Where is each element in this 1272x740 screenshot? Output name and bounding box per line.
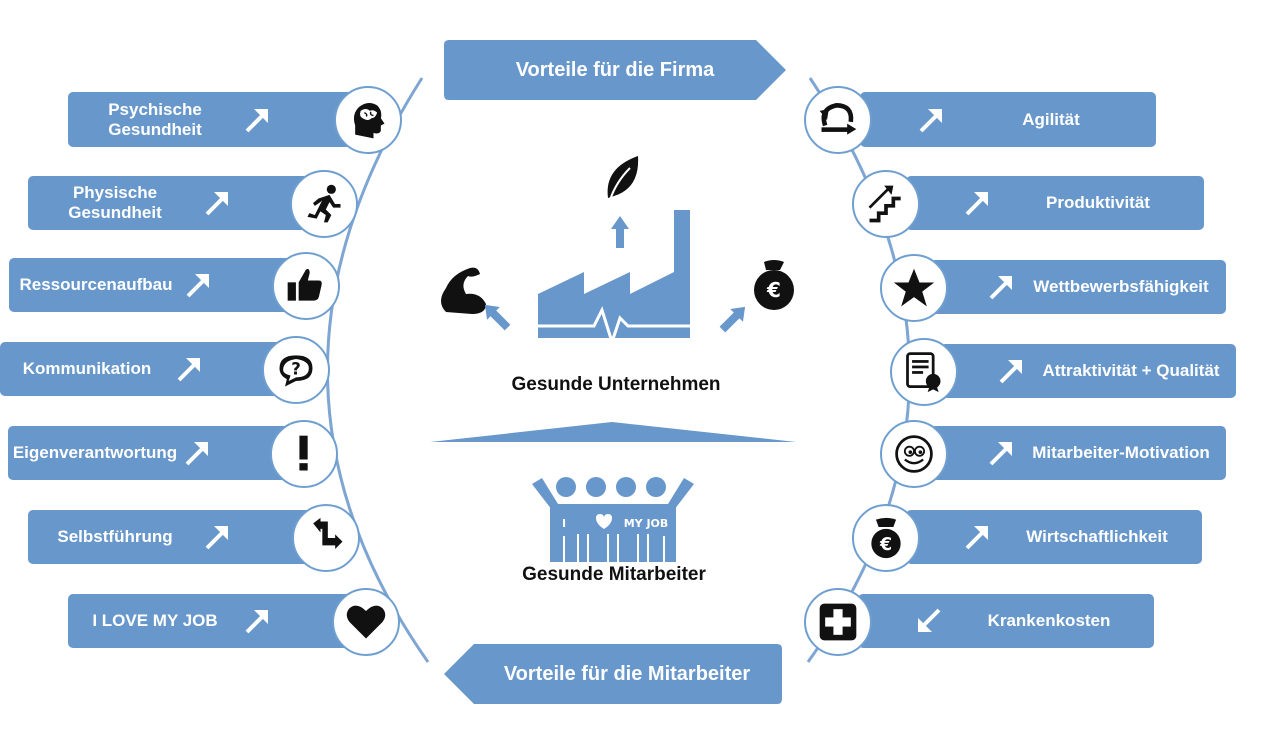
right-benefit-icon-circle (804, 588, 872, 656)
trend-up-arrow-icon (177, 358, 200, 382)
benefit-label: Kommunikation (22, 359, 152, 378)
right-benefit-bar: Mitarbeiter-Motivation (930, 426, 1226, 480)
benefit-label: Agilität (1022, 109, 1080, 129)
running-person-icon (307, 184, 341, 223)
left-benefit-bar: Physische Gesundheit (28, 176, 318, 230)
factory-icon (538, 210, 690, 347)
medical-cross-icon (819, 603, 857, 641)
left-benefit-bar: Psychische Gesundheit (68, 92, 358, 147)
left-benefit-bar: Kommunikation (0, 342, 290, 396)
agile-loop-icon (819, 103, 857, 135)
divider-triangle (430, 422, 796, 442)
benefit-label: Wettbewerbsfähigkeit (1033, 277, 1209, 296)
speech-question-icon: ? (279, 355, 313, 387)
trend-up-arrow-icon (205, 526, 228, 550)
left-benefit-icon-circle (334, 86, 402, 154)
footer-banner: Vorteile für die Mitarbeiter (444, 644, 782, 704)
trend-up-arrow-icon (186, 274, 209, 298)
right-benefit-icon-circle (852, 170, 920, 238)
stairs-up-icon (868, 185, 901, 223)
heart-icon (346, 605, 386, 639)
svg-text:?: ? (291, 360, 301, 379)
left-benefit-icon-circle (272, 252, 340, 320)
footer-banner-label: Vorteile für die Mitarbeiter (503, 663, 751, 685)
header-banner-label: Vorteile für die Firma (515, 59, 715, 81)
right-benefit-bar: Wirtschaftlichkeit (906, 510, 1202, 564)
sign-heart-icon (596, 514, 612, 529)
right-benefit-icon-circle (890, 338, 958, 406)
right-benefit-bar: Agilität (860, 92, 1156, 147)
right-benefit-bar: Produktivität (906, 176, 1204, 230)
left-benefit-icon-circle: ? (262, 336, 330, 404)
trend-up-arrow-icon (245, 610, 268, 634)
money-bag-icon: € (754, 260, 794, 310)
up-left-arrow-icon (484, 304, 511, 331)
thumbs-up-icon (287, 269, 322, 301)
benefit-label: Ressourcenaufbau (19, 275, 173, 294)
direction-arrows-icon (313, 517, 343, 549)
right-benefit-bar: Krankenkosten (858, 594, 1154, 648)
brain-head-icon (353, 102, 385, 139)
benefit-label: Wirtschaftlichkeit (1026, 527, 1168, 546)
sign-right-text: MY JOB (624, 517, 669, 530)
leaf-icon (607, 156, 639, 201)
employees-illustration: I MY JOB (532, 477, 694, 562)
right-benefit-bar: Attraktivität + Qualität (940, 344, 1236, 398)
left-benefit-bar: I LOVE MY JOB (68, 594, 358, 648)
left-benefit-bar: Ressourcenaufbau (9, 258, 299, 312)
svg-text:€: € (879, 535, 892, 555)
benefit-label: Attraktivität + Qualität (1042, 361, 1220, 380)
left-benefit-bar: Selbstführung (28, 510, 318, 564)
trend-up-arrow-icon (965, 526, 988, 550)
star-icon (893, 268, 935, 307)
trend-up-arrow-icon (989, 276, 1012, 300)
trend-down-arrow-icon (918, 608, 941, 632)
benefit-label: Physische Gesundheit (68, 183, 162, 222)
benefit-label: Eigenverantwortung (12, 443, 178, 462)
smiley-icon (895, 435, 933, 473)
factory-illustration: € (441, 156, 794, 347)
sign-left-text: I (562, 517, 566, 530)
up-right-arrow-icon (719, 306, 746, 333)
right-benefit-icon-circle (880, 254, 948, 322)
benefit-label: Krankenkosten (987, 611, 1111, 630)
benefit-label: Mitarbeiter-Motivation (1032, 443, 1210, 462)
right-benefit-icon-circle (804, 86, 872, 154)
svg-text:€: € (766, 278, 781, 302)
trend-up-arrow-icon (245, 108, 268, 132)
certificate-icon (906, 352, 941, 393)
left-benefit-icon-circle (332, 588, 400, 656)
trend-up-arrow-icon (205, 192, 228, 216)
right-benefit-bar: Wettbewerbsfähigkeit (930, 260, 1226, 314)
trend-up-arrow-icon (919, 108, 942, 132)
trend-up-arrow-icon (989, 442, 1012, 466)
company-label: Gesunde Unternehmen (511, 374, 721, 395)
left-benefit-icon-circle (290, 170, 358, 238)
left-benefit-bar: Eigenverantwortung (8, 426, 298, 480)
employees-label: Gesunde Mitarbeiter (522, 564, 706, 585)
right-benefit-icon-circle: € (852, 504, 920, 572)
benefit-label: I LOVE MY JOB (92, 611, 218, 630)
muscle-arm-icon (441, 267, 486, 314)
left-benefit-icon-circle (270, 420, 338, 488)
trend-up-arrow-icon (185, 442, 208, 466)
benefit-label: Produktivität (1046, 193, 1150, 212)
exclamation-icon (299, 435, 308, 471)
trend-up-arrow-icon (999, 360, 1022, 384)
money-bag-icon: € (871, 517, 901, 559)
header-banner: Vorteile für die Firma (444, 40, 786, 100)
left-benefit-icon-circle (292, 504, 360, 572)
trend-up-arrow-icon (965, 192, 988, 216)
benefit-label: Selbstführung (57, 527, 173, 546)
right-benefit-icon-circle (880, 420, 948, 488)
benefit-label: Psychische Gesundheit (108, 99, 202, 139)
up-arrow-icon (611, 216, 629, 248)
